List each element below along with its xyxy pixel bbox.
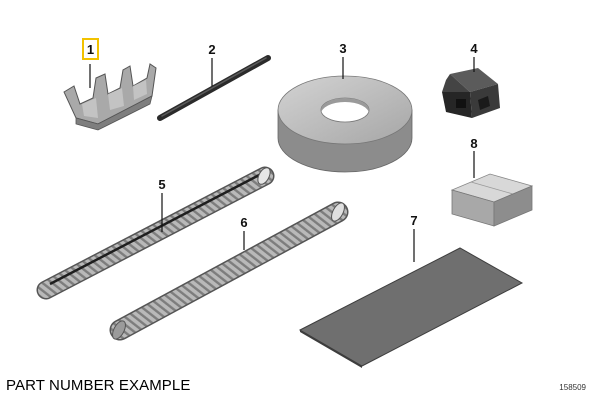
callout-7: 7 (410, 213, 417, 228)
callout-2: 2 (208, 42, 215, 57)
diagram-id: 158509 (559, 383, 586, 392)
caption: PART NUMBER EXAMPLE (6, 377, 191, 394)
callout-3: 3 (339, 41, 346, 56)
part-4-connector-block (442, 68, 500, 118)
part-8-box (450, 173, 534, 227)
part-1-connector-clip (63, 63, 157, 131)
leader-lines (89, 57, 475, 262)
highlight-frame (82, 38, 99, 60)
part-3-tape-roll (277, 75, 413, 173)
callouts: 1 2 3 4 5 6 7 8 (82, 38, 478, 230)
callout-4: 4 (470, 41, 478, 56)
part-7-pad-sheet (298, 247, 524, 368)
part-5-split-corrugated-tube (36, 166, 275, 300)
callout-8: 8 (470, 136, 477, 151)
callout-1: 1 (87, 42, 94, 57)
part-6-corrugated-tube (109, 201, 349, 341)
callout-5: 5 (158, 177, 165, 192)
part-2-rod (157, 55, 271, 121)
callout-6: 6 (240, 215, 247, 230)
